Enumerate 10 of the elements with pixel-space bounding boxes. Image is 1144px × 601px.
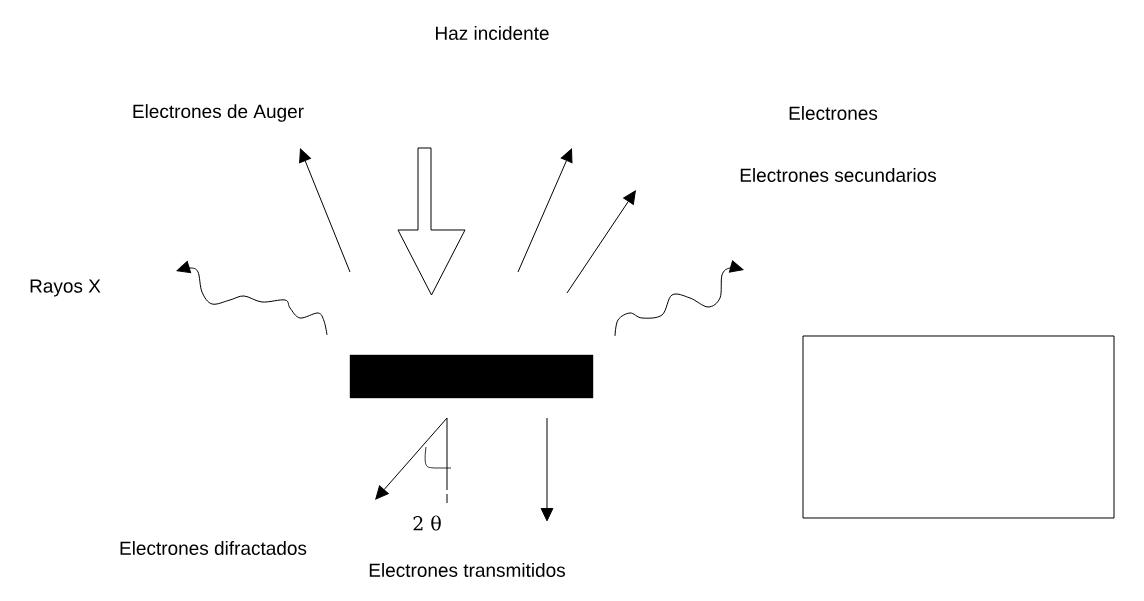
label-text: Electrones secundarios bbox=[740, 168, 936, 182]
label-text: Electrones difractados bbox=[120, 541, 307, 555]
empty-box bbox=[802, 335, 1115, 519]
sample-bar bbox=[349, 354, 594, 399]
label-text: Haz incidente bbox=[436, 26, 549, 40]
label-text: Electrones bbox=[789, 106, 878, 120]
label-text: Electrones de Auger bbox=[133, 104, 304, 122]
angle-label: 2 θ bbox=[413, 515, 441, 531]
label-text: Rayos X bbox=[30, 279, 101, 297]
label-text: Electrones transmitidos bbox=[369, 563, 565, 577]
